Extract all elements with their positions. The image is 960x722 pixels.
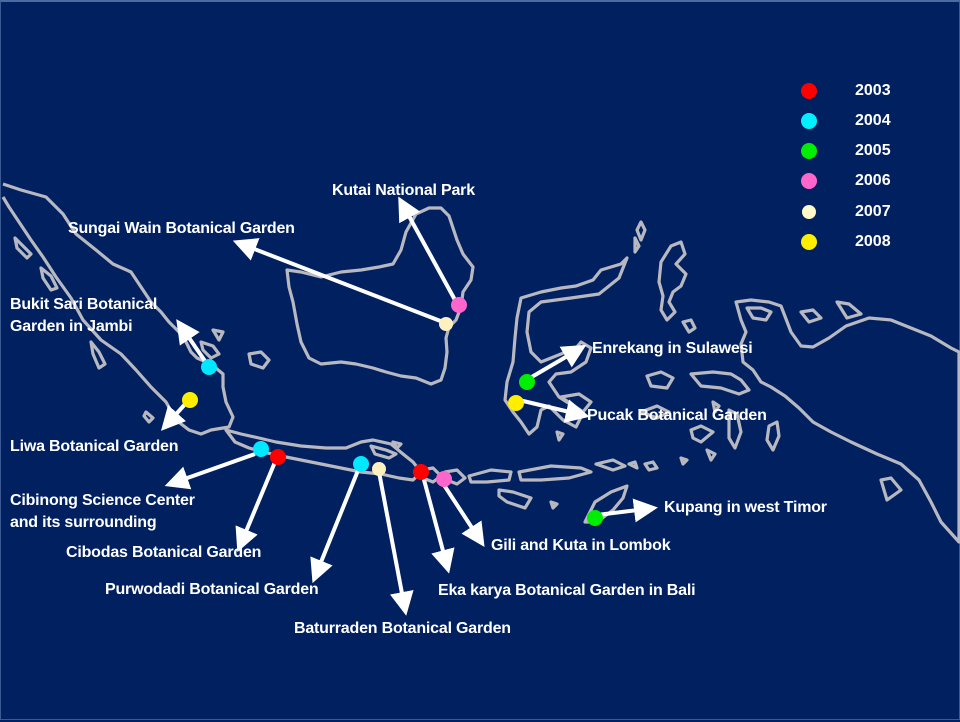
label-kupang: Kupang in west Timor [664, 499, 827, 516]
label-pucak: Pucak Botanical Garden [587, 407, 767, 424]
marker-gili-kuta [436, 471, 452, 487]
arrow-sungai-wain [232, 238, 444, 324]
label-kutai-national-park: Kutai National Park [332, 182, 475, 199]
arrow-gili-kuta [440, 480, 485, 548]
arrow-kupang [596, 498, 658, 523]
arrow-baturraden [377, 471, 414, 616]
legend-year: 2008 [855, 233, 891, 250]
label-liwa: Liwa Botanical Garden [10, 438, 179, 455]
site-arrows [160, 196, 658, 616]
legend-year: 2007 [855, 203, 891, 220]
marker-pucak [508, 395, 524, 411]
label-baturraden: Baturraden Botanical Garden [294, 620, 511, 637]
marker-liwa [182, 392, 198, 408]
label-enrekang: Enrekang in Sulawesi [592, 340, 753, 357]
label-cibodas: Cibodas Botanical Garden [66, 544, 262, 561]
legend-year: 2003 [855, 82, 891, 99]
marker-cibodas [270, 449, 286, 465]
coastline-sumatra [1, 182, 271, 436]
cream-dot-icon [802, 205, 816, 219]
label-bukit-sari-line1: Bukit Sari Botanical [10, 296, 158, 313]
arrow-bukit-sari [176, 319, 209, 366]
label-cibinong-line2: and its surrounding [10, 514, 157, 531]
marker-sungai-wain [439, 317, 453, 331]
marker-purwodadi [353, 456, 369, 472]
arrow-liwa [160, 400, 189, 431]
marker-kupang [587, 510, 603, 526]
legend-year: 2006 [855, 172, 891, 189]
marker-enrekang [519, 374, 535, 390]
pink-dot-icon [801, 173, 817, 189]
arrow-cibodas [235, 461, 277, 553]
label-bukit-sari-line2: Garden in Jambi [10, 318, 133, 335]
arrow-eka-karya [421, 475, 455, 574]
arrow-pucak [518, 398, 590, 423]
label-purwodadi: Purwodadi Botanical Garden [105, 581, 319, 598]
label-gili-kuta: Gili and Kuta in Lombok [491, 537, 671, 554]
label-cibinong-line1: Cibinong Science Center [10, 492, 195, 509]
arrow-enrekang [528, 344, 587, 380]
marker-cibinong [253, 441, 269, 457]
coastline-papua [734, 298, 960, 544]
yellow-dot-icon [801, 234, 817, 250]
marker-bukit-sari [201, 359, 217, 375]
arrow-cibinong [164, 452, 256, 490]
cyan-dot-icon [801, 113, 817, 129]
red-dot-icon [801, 83, 817, 99]
coastline-borneo [285, 206, 475, 386]
marker-eka-karya [413, 464, 429, 480]
legend-year: 2005 [855, 142, 891, 159]
coastline-maluku [633, 220, 781, 466]
label-sungai-wain: Sungai Wain Botanical Garden [68, 220, 295, 237]
legend-year: 2004 [855, 112, 891, 129]
label-eka-karya: Eka karya Botanical Garden in Bali [438, 582, 696, 599]
site-markers [182, 297, 603, 526]
arrow-kutai [398, 196, 457, 301]
arrow-purwodadi [310, 467, 361, 584]
marker-baturraden [372, 462, 386, 476]
green-dot-icon [801, 143, 817, 159]
marker-kutai [451, 297, 467, 313]
